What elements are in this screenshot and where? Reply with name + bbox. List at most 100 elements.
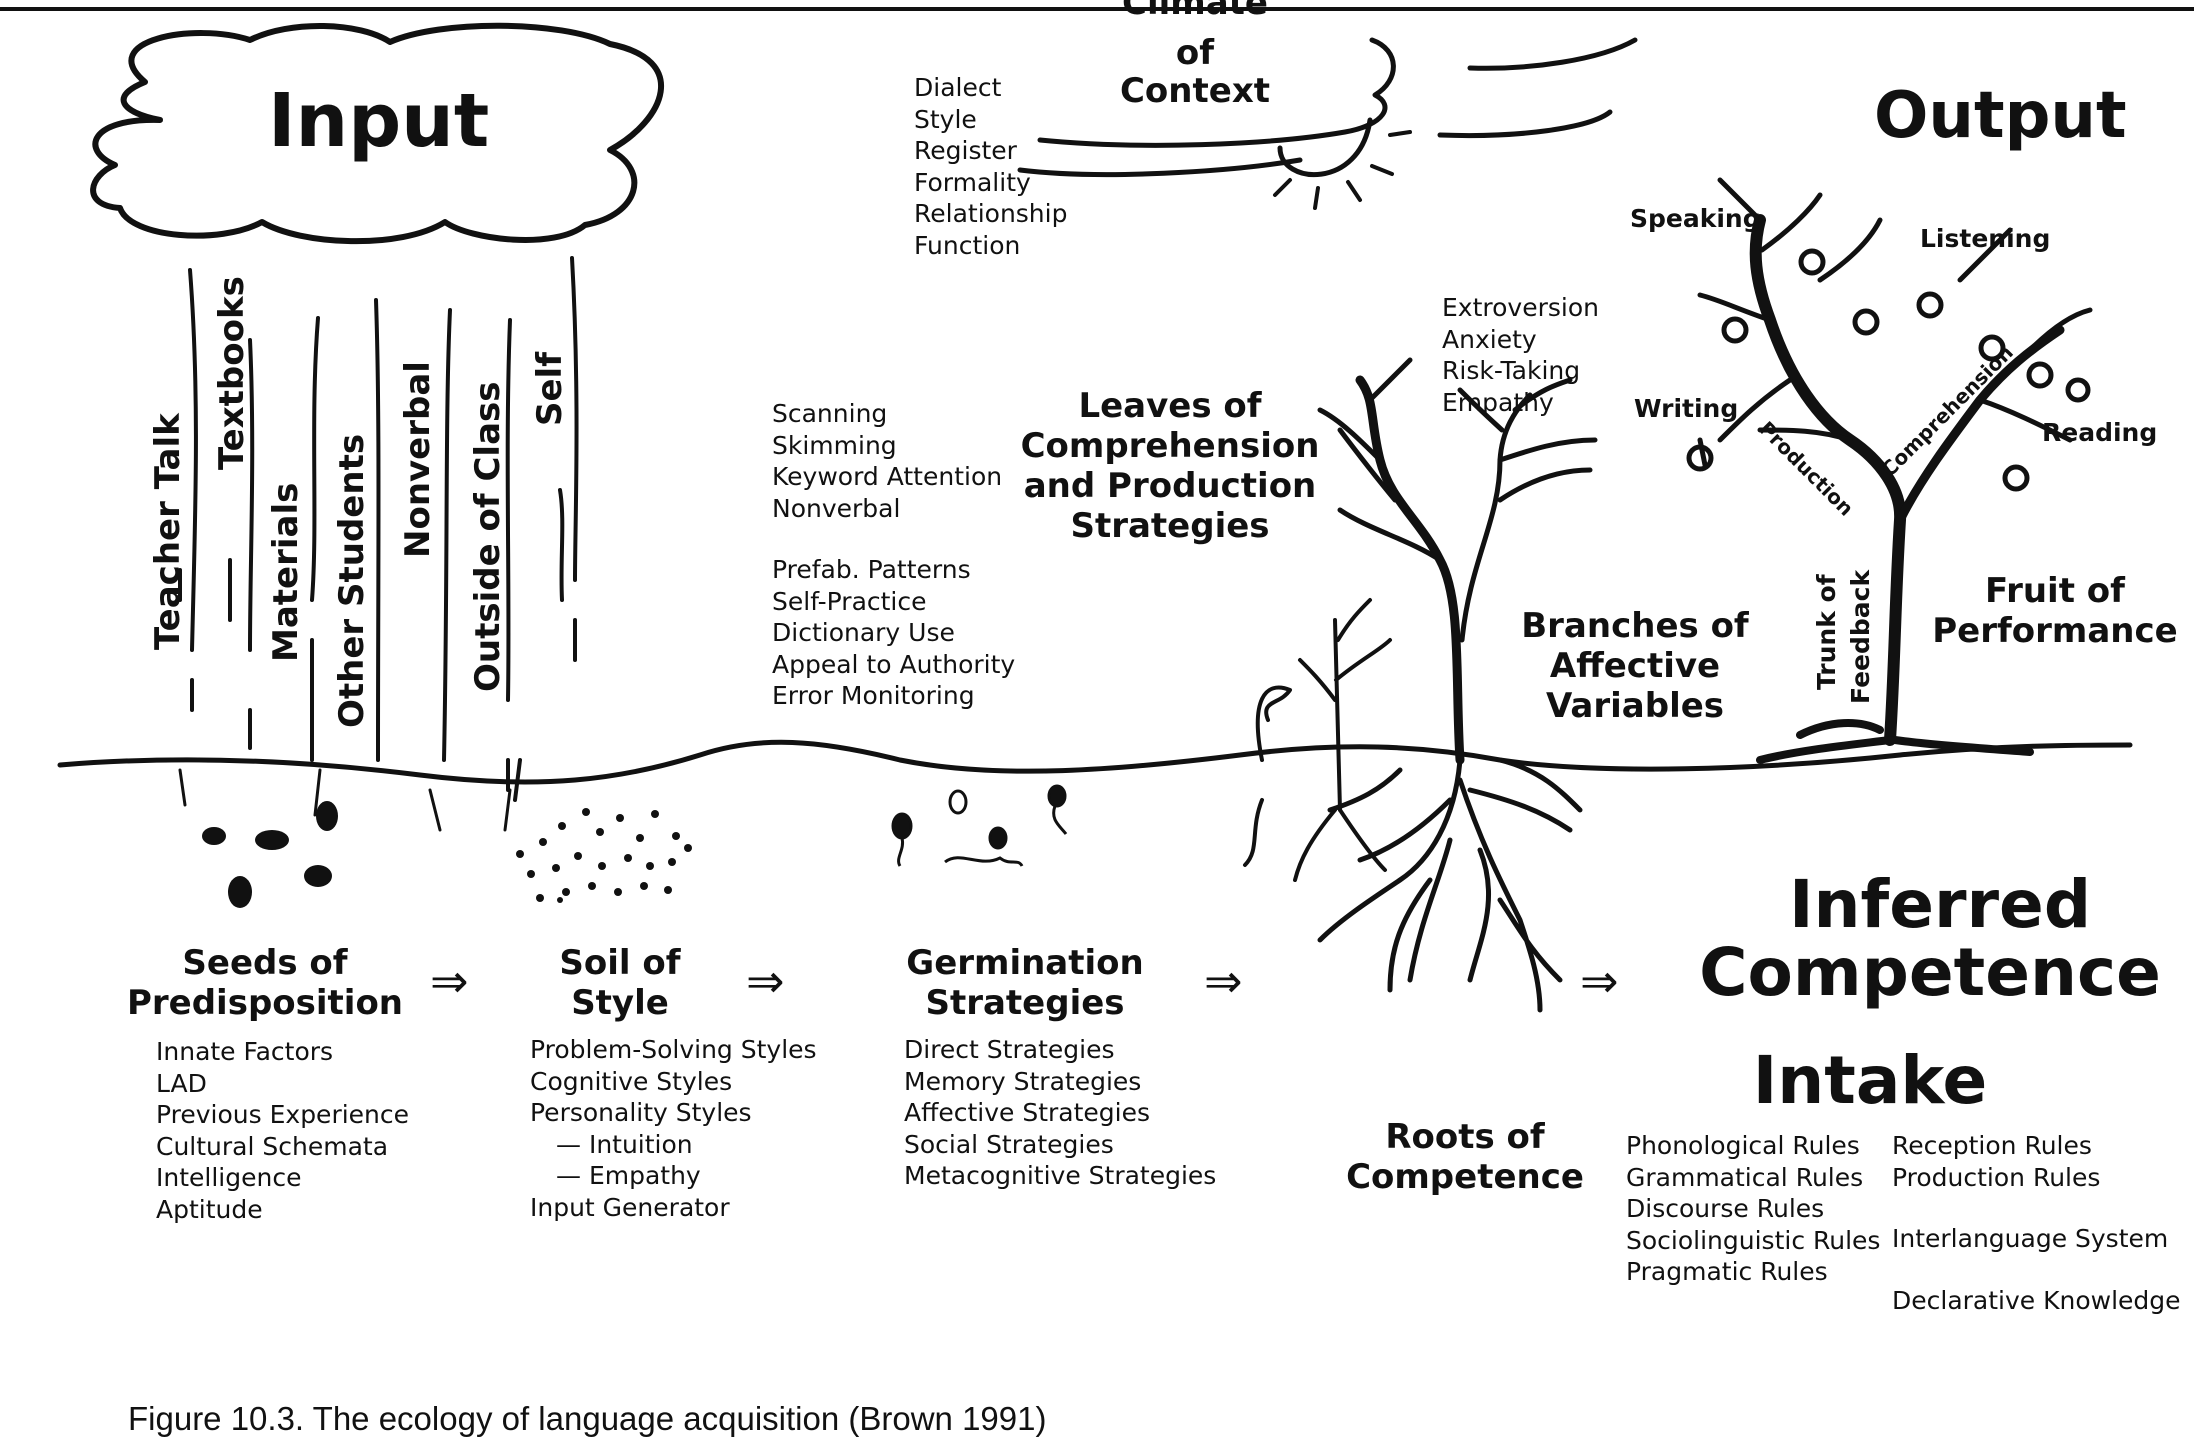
seeds-item: Cultural Schemata: [156, 1131, 389, 1161]
soil-title-line-1: Soil of: [559, 943, 681, 983]
production-strategy-item: Error Monitoring: [772, 681, 975, 710]
trunk-label-line-2: Feedback: [1846, 569, 1875, 704]
skill-speaking: Speaking: [1630, 204, 1761, 233]
seeds-title-line-2: Predisposition: [126, 983, 404, 1023]
arrow-germination-to-roots: ⇒: [1204, 954, 1243, 1008]
rules-right-list: Reception Rules Production Rules: [1892, 1130, 2100, 1193]
rule-item: Production Rules: [1892, 1162, 2101, 1192]
ground-line: [57, 739, 2133, 785]
affective-variable-item: Risk-Taking: [1442, 356, 1581, 385]
germination-item: Memory Strategies: [904, 1066, 1142, 1096]
seeds-title-line-1: Seeds of: [182, 943, 348, 983]
rule-item: Grammatical Rules: [1626, 1162, 1864, 1192]
comprehension-strategies-list: Scanning Skimming Keyword Attention Nonv…: [772, 398, 1002, 524]
soil-item: Cognitive Styles: [530, 1066, 733, 1096]
leaves-title-line: Leaves of: [1078, 386, 1262, 426]
production-strategy-item: Dictionary Use: [772, 618, 955, 647]
input-source-nonverbal: Nonverbal: [398, 361, 438, 558]
input-source-teacher-talk: Teacher Talk: [148, 413, 188, 650]
comprehension-strategy-item: Scanning: [772, 399, 888, 428]
germination-item: Direct Strategies: [904, 1035, 1115, 1064]
soil-item: Personality Styles: [530, 1098, 752, 1127]
fruit-title-line-2: Performance: [1932, 611, 2178, 651]
interlanguage-system-label: Interlanguage System: [1892, 1224, 2169, 1253]
production-strategy-item: Appeal to Authority: [772, 649, 1016, 679]
soil-title-line-2: Style: [571, 983, 669, 1023]
climate-item: Dialect: [914, 73, 1002, 102]
comprehension-strategy-item: Keyword Attention: [772, 462, 1003, 491]
affective-title-line: Branches of: [1521, 606, 1749, 646]
soil-items-list: Problem-Solving Styles Cognitive Styles …: [530, 1034, 817, 1223]
affective-variable-item: Empathy: [1442, 387, 1554, 417]
input-source-materials: Materials: [266, 482, 306, 662]
seeds-item: Aptitude: [156, 1194, 263, 1224]
arrow-roots-to-competence: ⇒: [1580, 954, 1619, 1008]
soil-item: Problem-Solving Styles: [530, 1035, 817, 1064]
climate-item: Register: [914, 136, 1017, 165]
rule-item: Sociolinguistic Rules: [1626, 1225, 1881, 1255]
germination-item: Metacognitive Strategies: [904, 1161, 1217, 1190]
leaves-title-line: Comprehension: [1020, 426, 1320, 466]
seedlings: [1243, 598, 1392, 882]
germination-item: Affective Strategies: [904, 1098, 1150, 1127]
affective-variable-item: Extroversion: [1442, 293, 1599, 322]
rule-item: Phonological Rules: [1626, 1131, 1860, 1160]
climate-item: Formality: [914, 167, 1031, 197]
climate-item: Style: [914, 104, 977, 134]
germination-title-line-1: Germination: [906, 943, 1144, 983]
germinating-seeds: [891, 784, 1068, 867]
sun: [1277, 117, 1373, 178]
affective-variable-item: Anxiety: [1442, 324, 1537, 354]
input-source-outside-of-class: Outside of Class: [468, 381, 508, 693]
rule-item: Pragmatic Rules: [1626, 1257, 1828, 1286]
seeds-item: LAD: [156, 1068, 207, 1098]
trunk-label-line-1: Trunk of: [1812, 574, 1841, 690]
affective-title-line: Variables: [1545, 686, 1725, 726]
leaves-title: Leaves of Comprehension and Production S…: [1020, 386, 1320, 546]
rules-left-list: Phonological Rules Grammatical Rules Dis…: [1626, 1130, 1880, 1288]
climate-item: Function: [914, 230, 1021, 260]
germination-items-list: Direct Strategies Memory Strategies Affe…: [904, 1034, 1216, 1192]
production-strategy-item: Self-Practice: [772, 586, 927, 616]
leaves-title-line: Strategies: [1070, 506, 1270, 546]
rule-item: Discourse Rules: [1626, 1194, 1825, 1223]
climate-cloud: [1037, 37, 1396, 148]
soil-dots: [516, 808, 692, 903]
arrow-seeds-to-soil: ⇒: [430, 954, 469, 1008]
figure-caption: Figure 10.3. The ecology of language acq…: [128, 1400, 1047, 1437]
roots-title-line-1: Roots of: [1385, 1117, 1545, 1157]
leaves-title-line: and Production: [1023, 466, 1317, 506]
input-source-self: Self: [530, 352, 570, 426]
roots-title-line-2: Competence: [1346, 1157, 1584, 1197]
climate-title-line-2: of: [1175, 33, 1215, 73]
seeds: [202, 801, 338, 908]
soil-item: — Empathy: [556, 1161, 701, 1190]
input-cloud: [90, 22, 665, 245]
affective-title-line: Affective: [1549, 646, 1721, 686]
production-strategy-item: Prefab. Patterns: [772, 555, 971, 584]
affective-variables-list: Extroversion Anxiety Risk-Taking Empathy: [1442, 292, 1599, 418]
seeds-item: Innate Factors: [156, 1037, 334, 1066]
seeds-item: Previous Experience: [156, 1100, 410, 1129]
rain-lines: [178, 256, 579, 802]
seeds-item: Intelligence: [156, 1163, 302, 1192]
output-title: Output: [1874, 79, 2127, 153]
skill-listening: Listening: [1920, 224, 2051, 253]
climate-title-line-3: Context: [1119, 71, 1270, 111]
input-source-textbooks: Textbooks: [212, 276, 252, 470]
intake-title: Intake: [1752, 1042, 1988, 1119]
climate-item: Relationship: [914, 199, 1068, 228]
climate-items-list: Dialect Style Register Formality Relatio…: [914, 72, 1067, 261]
fruit-title-line-1: Fruit of: [1985, 571, 2125, 611]
skill-writing: Writing: [1634, 394, 1739, 423]
inferred-title-line-2: Competence: [1699, 934, 2161, 1011]
production-strategies-list: Prefab. Patterns Self-Practice Dictionar…: [772, 554, 1015, 712]
soil-item: Input Generator: [530, 1192, 730, 1222]
germination-item: Social Strategies: [904, 1129, 1114, 1159]
skill-reading: Reading: [2042, 418, 2158, 447]
affective-title: Branches of Affective Variables: [1500, 606, 1770, 726]
comprehension-strategy-item: Nonverbal: [772, 493, 901, 523]
input-title: Input: [268, 78, 490, 164]
